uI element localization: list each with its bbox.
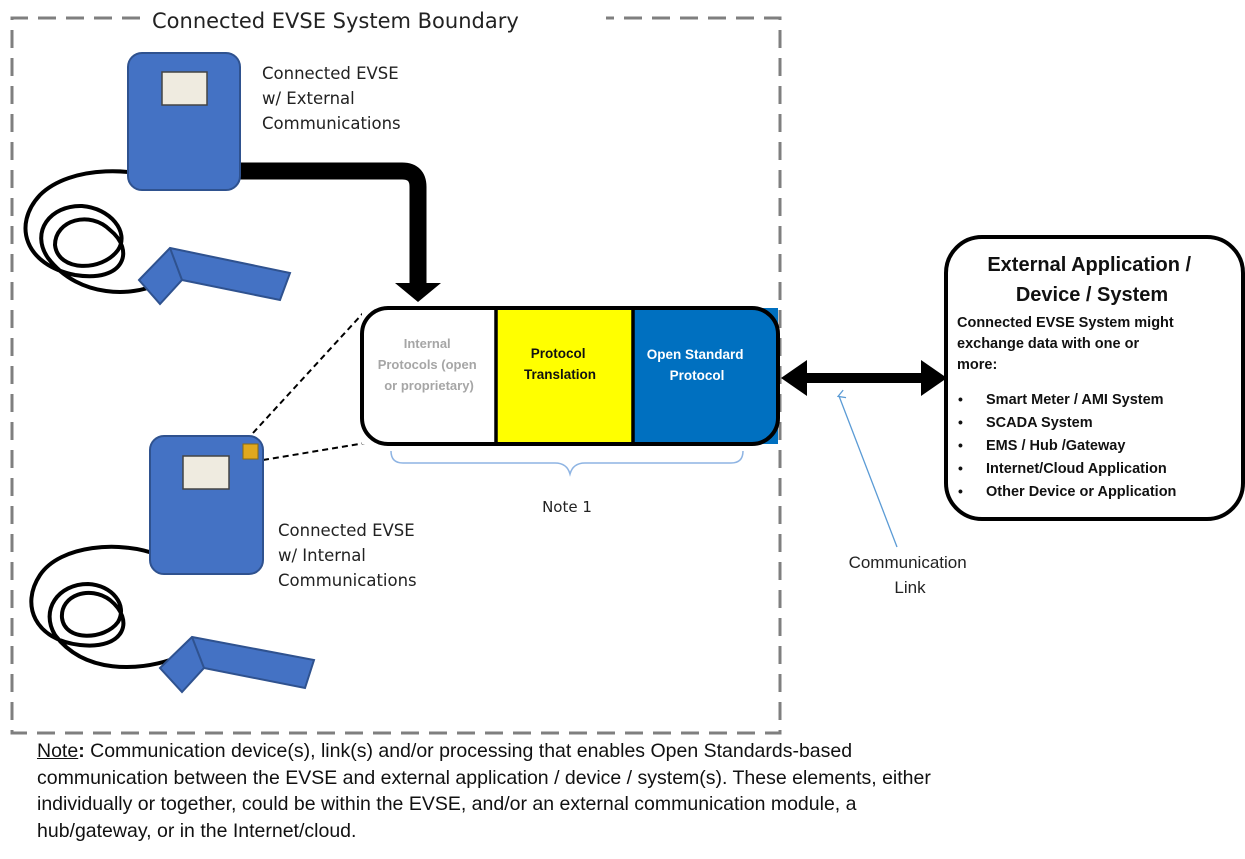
list-item: SCADA System: [986, 415, 1093, 431]
connector-arrowhead: [395, 283, 441, 302]
external-system-box: External Application / Device / System C…: [944, 235, 1245, 521]
list-bullet: •: [958, 437, 963, 453]
communication-link-arrow: [781, 360, 947, 396]
external-box-title: External Application / Device / System: [987, 254, 1196, 306]
external-box-intro: Connected EVSE System might exchange dat…: [957, 315, 1178, 373]
protocol-internal-label: Internal Protocols (open or proprietary): [378, 336, 481, 393]
footnote-text: Communication device(s), link(s) and/or …: [84, 740, 853, 762]
protocol-stack: Internal Protocols (open or proprietary)…: [360, 306, 780, 446]
evse-screen: [161, 71, 208, 106]
footnote-colon: :: [78, 740, 85, 762]
communication-link-pointer: [839, 396, 898, 548]
protocol-stack-outline: [360, 306, 780, 446]
evse-screen: [182, 455, 230, 490]
evse-housing: [127, 52, 241, 191]
list-item: Smart Meter / AMI System: [986, 392, 1164, 408]
footnote-line: individually or together, could be withi…: [37, 793, 857, 815]
list-item: Other Device or Application: [986, 484, 1176, 500]
callout-line-top: [252, 310, 366, 434]
list-bullet: •: [958, 414, 963, 430]
external-box-outline: [944, 235, 1245, 521]
internal-comms-module: [242, 443, 259, 460]
system-boundary: [10, 16, 782, 735]
evse-internal: [29, 435, 316, 694]
external-box-list: • Smart Meter / AMI System • SCADA Syste…: [958, 391, 1176, 500]
connector-handle: [137, 246, 292, 306]
note1-label: Note 1: [542, 498, 592, 516]
footnote-line: communication between the EVSE and exter…: [37, 766, 931, 789]
list-bullet: •: [958, 460, 963, 476]
evse-system-diagram: Connected EVSE System Boundary Connected…: [10, 9, 1245, 735]
protocol-open-standard-cell: [633, 308, 778, 444]
evse-external: [23, 52, 292, 306]
list-item: Internet/Cloud Application: [986, 461, 1167, 477]
protocol-open-standard-label: Open Standard Protocol: [647, 347, 748, 383]
communication-link-label: Communication Link: [849, 553, 972, 597]
list-bullet: •: [958, 391, 963, 407]
evse-external-label: Connected EVSE w/ External Communication…: [262, 64, 404, 133]
protocol-internal-cell: [362, 308, 496, 444]
footnote-line: Note: Communication device(s), link(s) a…: [37, 738, 1237, 765]
footnote-label: Note: [37, 740, 79, 762]
footnote-line: hub/gateway, or in the Internet/cloud.: [37, 819, 357, 842]
list-item: EMS / Hub /Gateway: [986, 438, 1125, 454]
evse-housing: [149, 435, 264, 575]
evse-to-protocol-connector: [235, 162, 427, 285]
callout-line-bottom: [262, 442, 366, 461]
boundary-title: Connected EVSE System Boundary: [152, 9, 519, 33]
protocol-translation-label: Protocol Translation: [524, 346, 596, 382]
connector-handle: [158, 635, 316, 694]
protocol-translation-cell: [496, 308, 633, 444]
list-bullet: •: [958, 483, 963, 499]
charging-cable: [23, 169, 177, 294]
charging-cable: [29, 544, 171, 670]
evse-internal-label: Connected EVSE w/ Internal Communication…: [278, 521, 420, 590]
note1-bracket: [390, 450, 744, 477]
footnote: Note: Communication device(s), link(s) a…: [37, 738, 1237, 844]
